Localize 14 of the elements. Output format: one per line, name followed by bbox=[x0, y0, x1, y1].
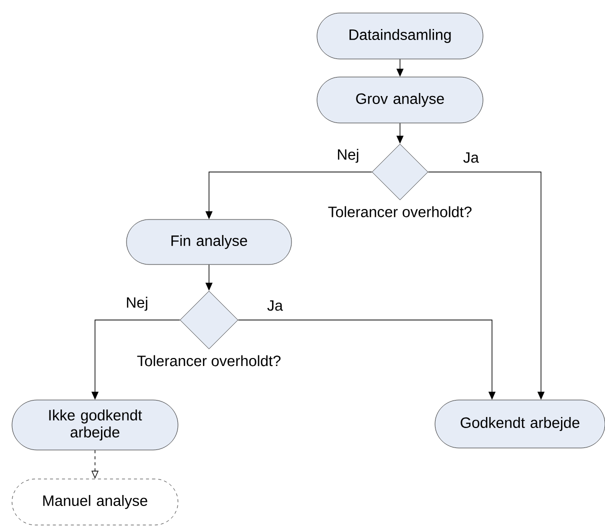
terminal-box: Manuel analyse bbox=[12, 478, 178, 526]
terminal-box: Dataindsamling bbox=[316, 12, 484, 60]
terminal-box: Fin analyse bbox=[126, 219, 292, 265]
question-text: Tolerancer overholdt? bbox=[137, 355, 281, 366]
edge-label: Ja bbox=[462, 151, 480, 164]
decision-diamond bbox=[180, 290, 238, 350]
edge-label: Nej bbox=[124, 296, 150, 312]
terminal-box: Godkendt arbejde bbox=[434, 400, 605, 448]
edge-label: Ja bbox=[266, 299, 284, 312]
edge-label: Nej bbox=[336, 148, 360, 164]
decision-diamond bbox=[372, 144, 428, 200]
terminal-box: Grov analyse bbox=[316, 76, 484, 124]
terminal-box: Ikke godkendt arbejde bbox=[12, 400, 178, 450]
question-text: Tolerancer overholdt? bbox=[328, 206, 472, 218]
